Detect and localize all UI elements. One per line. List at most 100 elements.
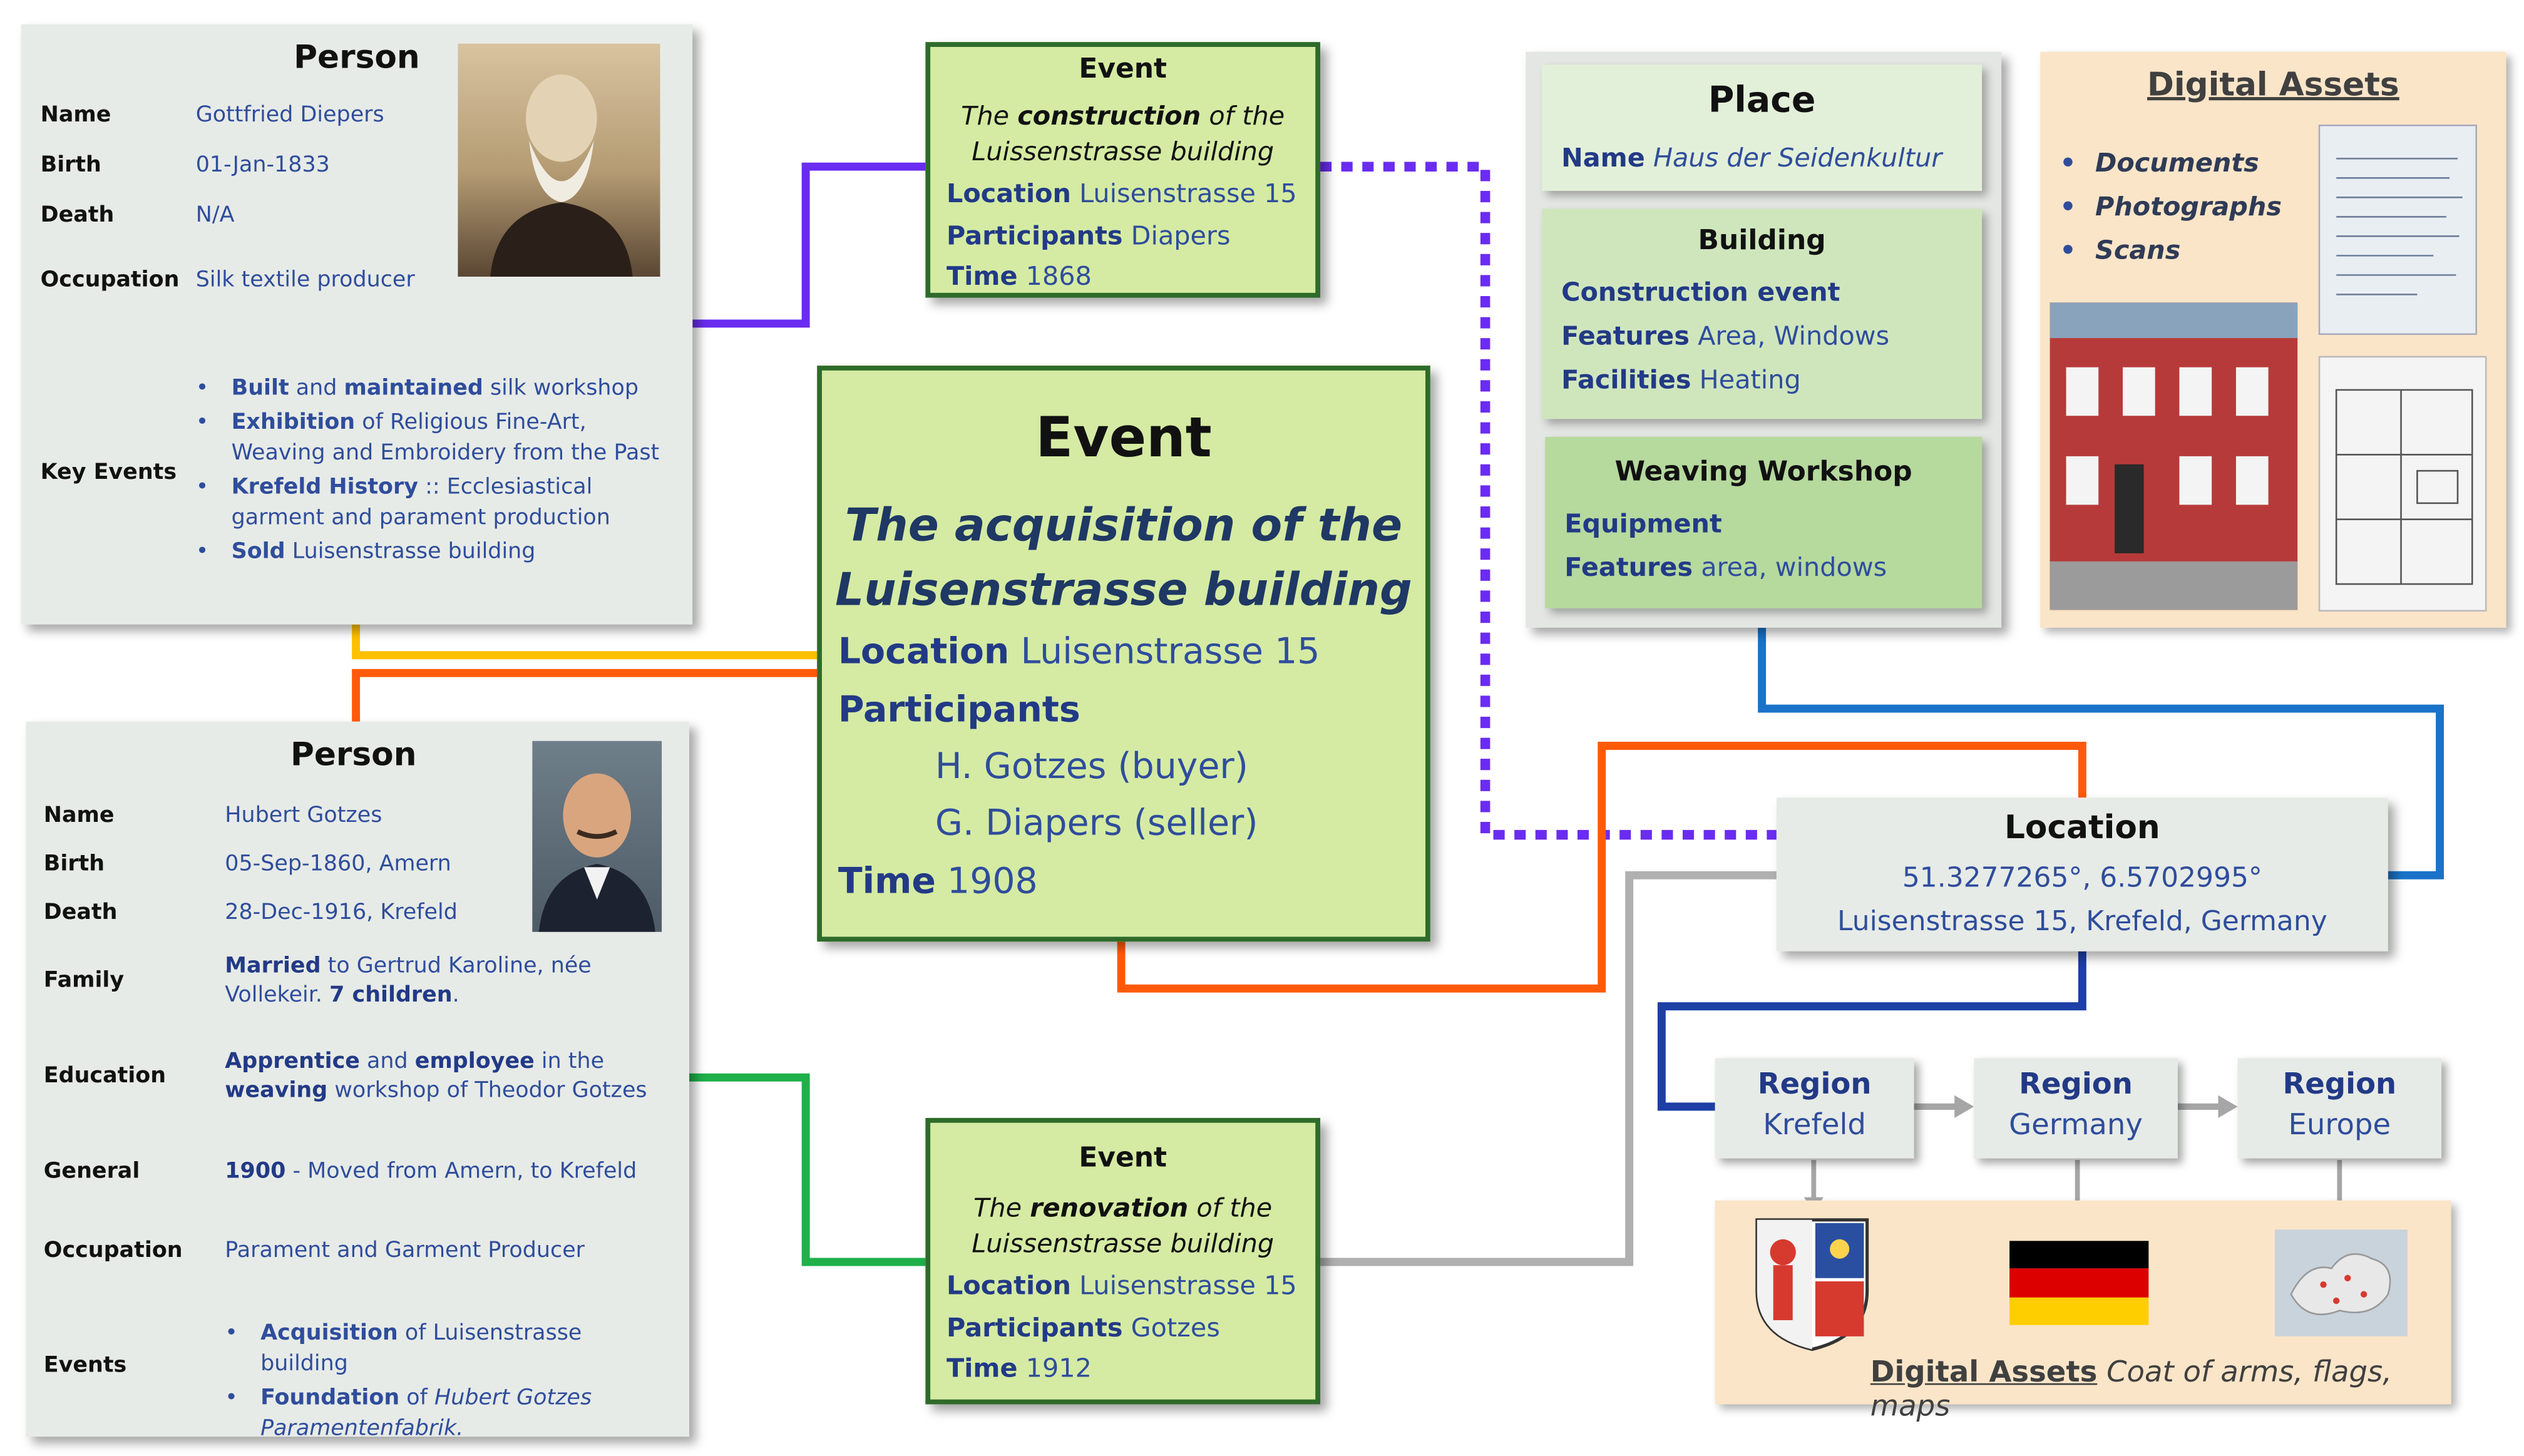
connector-person2-renovation <box>689 1073 926 1266</box>
connector-location-region <box>1657 951 2086 1111</box>
name-label: Name <box>40 101 111 128</box>
region-krefeld: Region Krefeld <box>1715 1058 1914 1159</box>
list-item: Scans <box>2060 230 2282 270</box>
person-card-hubert: Person Name Hubert Gotzes Birth 05-Sep-1… <box>26 721 690 1442</box>
digital-assets-top: Digital Assets Documents Photographs Sca… <box>2040 51 2506 628</box>
portrait-photo <box>458 43 660 277</box>
building-photo <box>2049 302 2298 610</box>
list-item: Sold Luisenstrasse building <box>196 537 665 568</box>
education-label: Education <box>43 1063 167 1089</box>
connector-person2-acquisition <box>352 669 818 722</box>
floor-plan-scan <box>2318 356 2487 612</box>
occupation-value: Silk textile producer <box>195 267 415 293</box>
event-card-construction: Event The construction of the Luissenstr… <box>925 42 1321 298</box>
event-title: Event <box>1079 53 1167 86</box>
arrow-head-krefeld-germany <box>1954 1095 1974 1118</box>
list-item: Acquisition of Luisenstrasse building <box>225 1318 662 1380</box>
events-list: Acquisition of Luisenstrasse building Fo… <box>225 1318 662 1448</box>
place-name: Name Haus der Seidenkultur <box>1561 142 1942 173</box>
list-item: Foundation of Hubert Gotzes Paramentenfa… <box>225 1383 662 1445</box>
construction-event: Construction event <box>1561 276 1840 308</box>
document-scan-image <box>2318 125 2478 336</box>
arrow-head-germany-europe <box>2218 1095 2238 1118</box>
connector-person1-construction <box>692 162 926 328</box>
list-item: Documents <box>2060 142 2282 183</box>
event-participants: Participants Gotzes <box>946 1312 1220 1343</box>
region-value: Krefeld <box>1763 1108 1866 1142</box>
europe-map-image <box>2274 1229 2408 1336</box>
name-label: Name <box>43 802 115 829</box>
birth-label: Birth <box>43 851 105 877</box>
location-address: Luisenstrasse 15, Krefeld, Germany <box>1837 906 2327 939</box>
participant-seller: G. Diapers (seller) <box>935 804 1258 845</box>
connector-renovation-location <box>1320 871 1777 1266</box>
weaving-workshop-box: Weaving Workshop Equipment Features area… <box>1545 436 1983 608</box>
portrait-photo <box>532 741 662 932</box>
event-subtitle: The renovation of the <box>973 1192 1273 1223</box>
list-item: Krefeld History :: Ecclesiastical garmen… <box>196 473 665 534</box>
person-card-title: Person <box>294 37 420 76</box>
event-participants: Participants Diapers <box>946 220 1231 251</box>
event-title: Event <box>1079 1142 1167 1175</box>
general-value: 1900 - Moved from Amern, to Krefeld <box>225 1158 637 1184</box>
occupation-label: Occupation <box>40 267 180 293</box>
region-germany: Region Germany <box>1974 1058 2178 1159</box>
events-label: Events <box>43 1352 127 1379</box>
event-participants: Participants <box>838 690 1080 732</box>
event-location: Location Luisenstrasse 15 <box>946 178 1297 209</box>
location-title: Location <box>2004 807 2160 846</box>
building-title: Building <box>1698 225 1826 257</box>
family-label: Family <box>43 967 125 993</box>
workshop-title: Weaving Workshop <box>1614 456 1912 489</box>
digital-assets-caption: Digital Assets Coat of arms, flags, maps <box>1870 1355 2393 1424</box>
place-title: Place <box>1708 81 1816 121</box>
event-time: Time 1908 <box>838 862 1038 903</box>
event-subtitle: The construction of the <box>961 100 1285 131</box>
list-item: Built and maintained silk workshop <box>196 374 665 404</box>
person-card-title: Person <box>290 734 417 774</box>
location-coordinates: 51.3277265°, 6.5702995° <box>1902 862 2262 895</box>
event-subtitle-line2: Luissenstrasse building <box>972 136 1275 167</box>
event-subtitle: The acquisition of the <box>844 498 1403 552</box>
participant-buyer: H. Gotzes (buyer) <box>935 747 1249 788</box>
birth-value: 01-Jan-1833 <box>195 151 330 178</box>
event-title: Event <box>1035 406 1212 471</box>
event-card-acquisition: Event The acquisition of the Luisenstras… <box>817 366 1430 942</box>
family-value: Married to Gertrud Karoline, née Volleke… <box>225 953 592 1008</box>
occupation-value: Parament and Garment Producer <box>225 1238 585 1264</box>
workshop-equipment: Equipment <box>1564 508 1722 539</box>
asset-type-list: Documents Photographs Scans <box>2060 142 2282 273</box>
connector-acquisition-location <box>1117 742 2086 993</box>
event-card-renovation: Event The renovation of the Luissenstras… <box>925 1117 1321 1405</box>
death-value: N/A <box>195 202 235 228</box>
education-value: Apprentice and employee in the weaving w… <box>225 1048 647 1104</box>
coat-of-arms-image <box>1751 1213 1874 1352</box>
occupation-label: Occupation <box>43 1238 183 1264</box>
event-location: Location Luisenstrasse 15 <box>946 1269 1297 1301</box>
general-label: General <box>43 1158 140 1184</box>
event-time: Time 1912 <box>946 1352 1092 1383</box>
connector-person1-acquisition <box>352 624 818 660</box>
key-events-label: Key Events <box>40 459 177 486</box>
person-card-gottfried: Person Name Gottfried Diepers Birth 01-J… <box>21 24 693 625</box>
building-features: Features Area, Windows <box>1561 320 1890 351</box>
name-value: Gottfried Diepers <box>195 101 384 128</box>
digital-assets-bottom: Digital Assets Coat of arms, flags, maps <box>1715 1200 2451 1423</box>
death-value: 28-Dec-1916, Krefeld <box>225 900 458 926</box>
name-value: Hubert Gotzes <box>225 802 382 829</box>
place-group: Place Name Haus der Seidenkultur Buildin… <box>1526 51 2002 628</box>
region-value: Germany <box>2009 1108 2143 1142</box>
death-label: Death <box>43 900 118 926</box>
region-value: Europe <box>2288 1108 2391 1142</box>
list-item: Exhibition of Religious Fine-Art, Weavin… <box>196 408 665 469</box>
location-card: Location 51.3277265°, 6.5702995° Luisens… <box>1776 797 2388 951</box>
region-title: Region <box>2019 1067 2133 1102</box>
workshop-features: Features area, windows <box>1564 551 1887 583</box>
event-time: Time 1868 <box>946 260 1092 292</box>
building-facilities: Facilities Heating <box>1561 364 1801 395</box>
event-subtitle-line2: Luisenstrasse building <box>835 563 1412 617</box>
event-subtitle-line2: Luissenstrasse building <box>972 1228 1275 1259</box>
event-location: Location Luisenstrasse 15 <box>838 632 1320 674</box>
region-title: Region <box>1757 1067 1872 1102</box>
